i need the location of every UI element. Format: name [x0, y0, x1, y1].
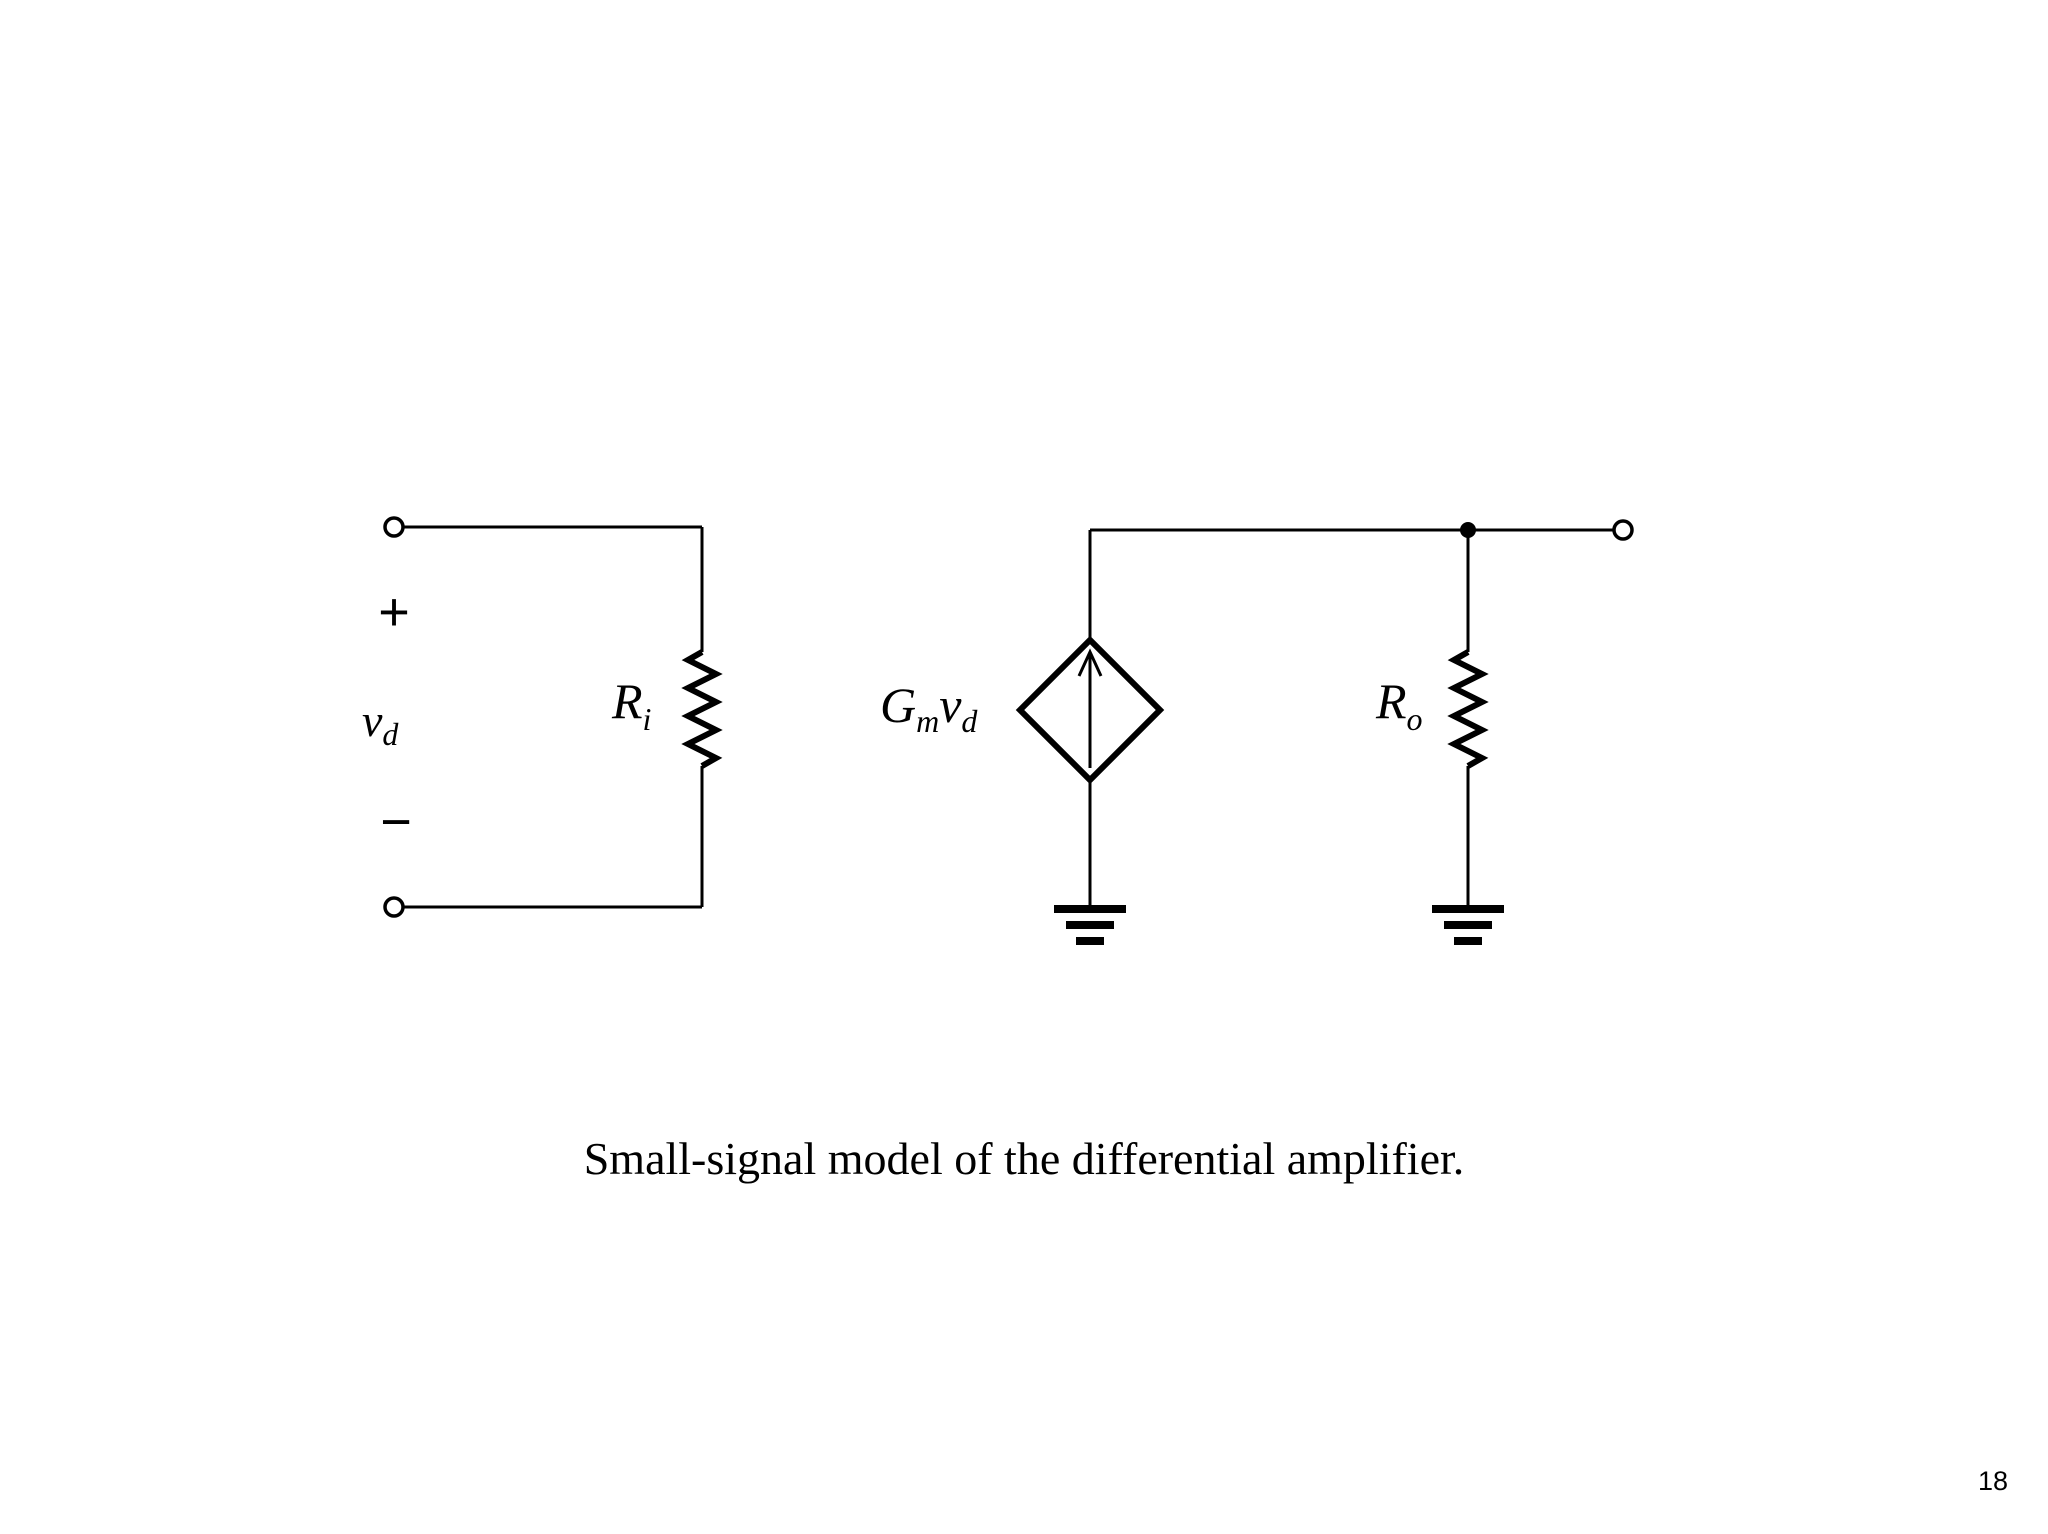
input-minus-sign: − — [380, 792, 412, 852]
ground-symbol-right — [1432, 905, 1504, 945]
output-resistor-label: Ro — [1375, 673, 1423, 737]
figure-caption: Small-signal model of the differential a… — [583, 1133, 1465, 1184]
input-voltage-label: vd — [362, 695, 399, 752]
output-terminal — [1612, 519, 1634, 541]
input-resistor-label: Ri — [611, 673, 651, 737]
ground-symbol-left — [1054, 905, 1126, 945]
page-number: 18 — [1977, 1466, 2008, 1496]
input-plus-sign: + — [378, 582, 410, 642]
output-resistor — [1447, 649, 1489, 769]
source-arrow-head — [1077, 648, 1103, 677]
input-terminal-bottom — [383, 896, 405, 918]
dependent-source-label: Gmvd — [880, 677, 978, 739]
input-resistor — [681, 649, 723, 769]
input-terminal-top — [383, 516, 405, 538]
